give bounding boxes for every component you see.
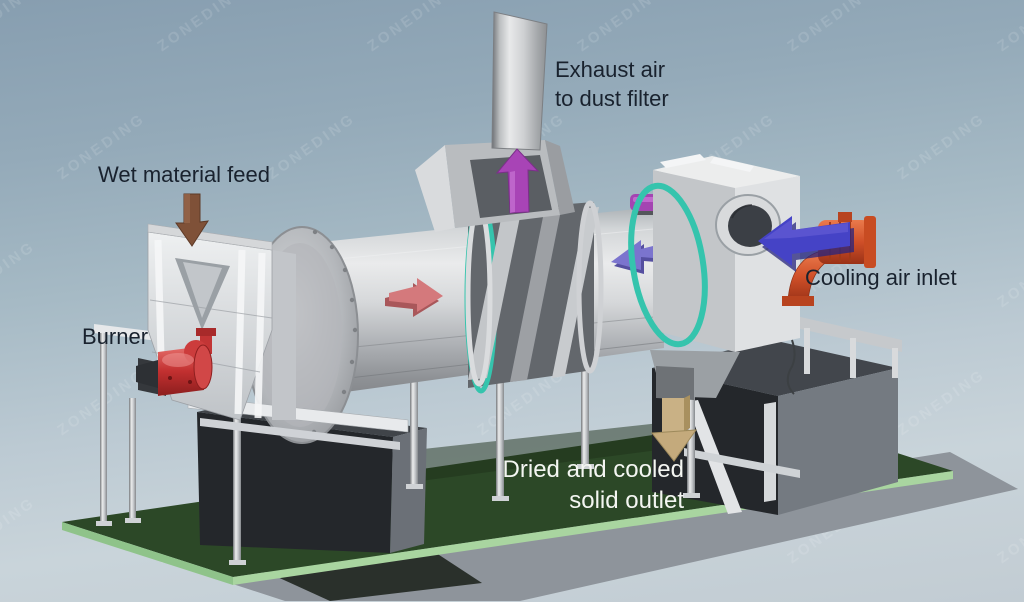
housing-top-strip bbox=[660, 154, 706, 168]
support-frame-right bbox=[684, 316, 902, 514]
leg-pole bbox=[687, 360, 695, 495]
housing-top-strip bbox=[710, 157, 754, 172]
block-left-front bbox=[197, 412, 393, 553]
arrow-head bbox=[651, 429, 698, 462]
hot-air-arrow bbox=[385, 278, 443, 317]
motor-lug bbox=[838, 212, 852, 222]
leg-pole bbox=[410, 360, 418, 486]
center-vane-section bbox=[464, 200, 604, 394]
hood-left-facet bbox=[415, 145, 455, 232]
port-bore bbox=[728, 205, 772, 247]
label-burner: Burner bbox=[82, 324, 149, 349]
label-cooling-air-inlet: Cooling air inlet bbox=[805, 265, 957, 290]
cable bbox=[786, 339, 796, 395]
port-shade bbox=[731, 204, 753, 219]
hopper-side bbox=[272, 250, 296, 420]
frame-rail bbox=[796, 316, 902, 352]
arrow-highlight bbox=[764, 219, 848, 239]
frame-post bbox=[804, 328, 810, 374]
housing-top bbox=[653, 156, 800, 190]
burner-highlight bbox=[162, 353, 194, 367]
motor-elbow-flange bbox=[782, 296, 814, 306]
arrow-face bbox=[611, 240, 665, 270]
burner-assembly bbox=[136, 328, 216, 396]
arrow-extrude bbox=[684, 395, 690, 432]
cooling-air-inlet-arrow bbox=[758, 216, 854, 272]
stack-pipe bbox=[491, 11, 548, 151]
slab-shadow bbox=[262, 549, 482, 601]
burner-pipe-flange bbox=[196, 328, 216, 336]
hopper-rim bbox=[147, 223, 273, 251]
skid-beam bbox=[200, 418, 400, 450]
label-wet-material-feed: Wet material feed bbox=[98, 162, 271, 187]
arrow-face bbox=[495, 148, 540, 214]
vane-slat bbox=[510, 210, 561, 382]
leg-pole bbox=[100, 333, 107, 523]
burner-bolt bbox=[188, 380, 192, 384]
exhaust-stack bbox=[491, 11, 548, 151]
wet-material-feed-arrow bbox=[175, 193, 209, 247]
burner-bolt bbox=[168, 376, 172, 380]
vane-rim-right bbox=[576, 200, 604, 374]
rotary-drum bbox=[245, 194, 668, 444]
leg-feet bbox=[96, 464, 700, 565]
teal-ring-cooler bbox=[628, 182, 708, 348]
frame-post bbox=[850, 338, 856, 378]
burner-nozzle bbox=[136, 360, 158, 388]
hopper-funnel-inner bbox=[183, 262, 222, 318]
leg-pole bbox=[581, 352, 589, 466]
frame-beam bbox=[764, 402, 776, 502]
chute-box bbox=[656, 366, 694, 400]
motor-endcap bbox=[864, 216, 876, 268]
block-right-side bbox=[778, 368, 898, 515]
leg-pole bbox=[496, 358, 504, 498]
leg-pole bbox=[129, 398, 136, 520]
arrow-shaft bbox=[662, 398, 684, 432]
exhaust-air-arrow bbox=[495, 148, 540, 214]
frame-post bbox=[892, 348, 898, 378]
motor-base bbox=[636, 208, 662, 215]
burner-flange bbox=[193, 344, 213, 390]
vane-slat bbox=[468, 212, 521, 380]
housing-front bbox=[653, 170, 735, 352]
label-exhaust-air: Exhaust air to dust filter bbox=[555, 57, 669, 111]
frame-beam bbox=[684, 448, 800, 478]
label-solid-outlet: Dried and cooled solid outlet bbox=[502, 456, 684, 514]
hood-right-facet bbox=[545, 140, 575, 215]
vane-slat bbox=[552, 207, 599, 378]
feed-hopper bbox=[147, 223, 409, 450]
solid-outlet-arrow bbox=[651, 395, 698, 462]
leg-pole bbox=[233, 410, 241, 562]
arrow-highlight bbox=[184, 194, 190, 223]
arrow-highlight bbox=[510, 171, 515, 213]
arrow-face bbox=[389, 278, 443, 312]
cooler-housing bbox=[628, 154, 800, 400]
base-plate-edge-left bbox=[62, 522, 233, 585]
